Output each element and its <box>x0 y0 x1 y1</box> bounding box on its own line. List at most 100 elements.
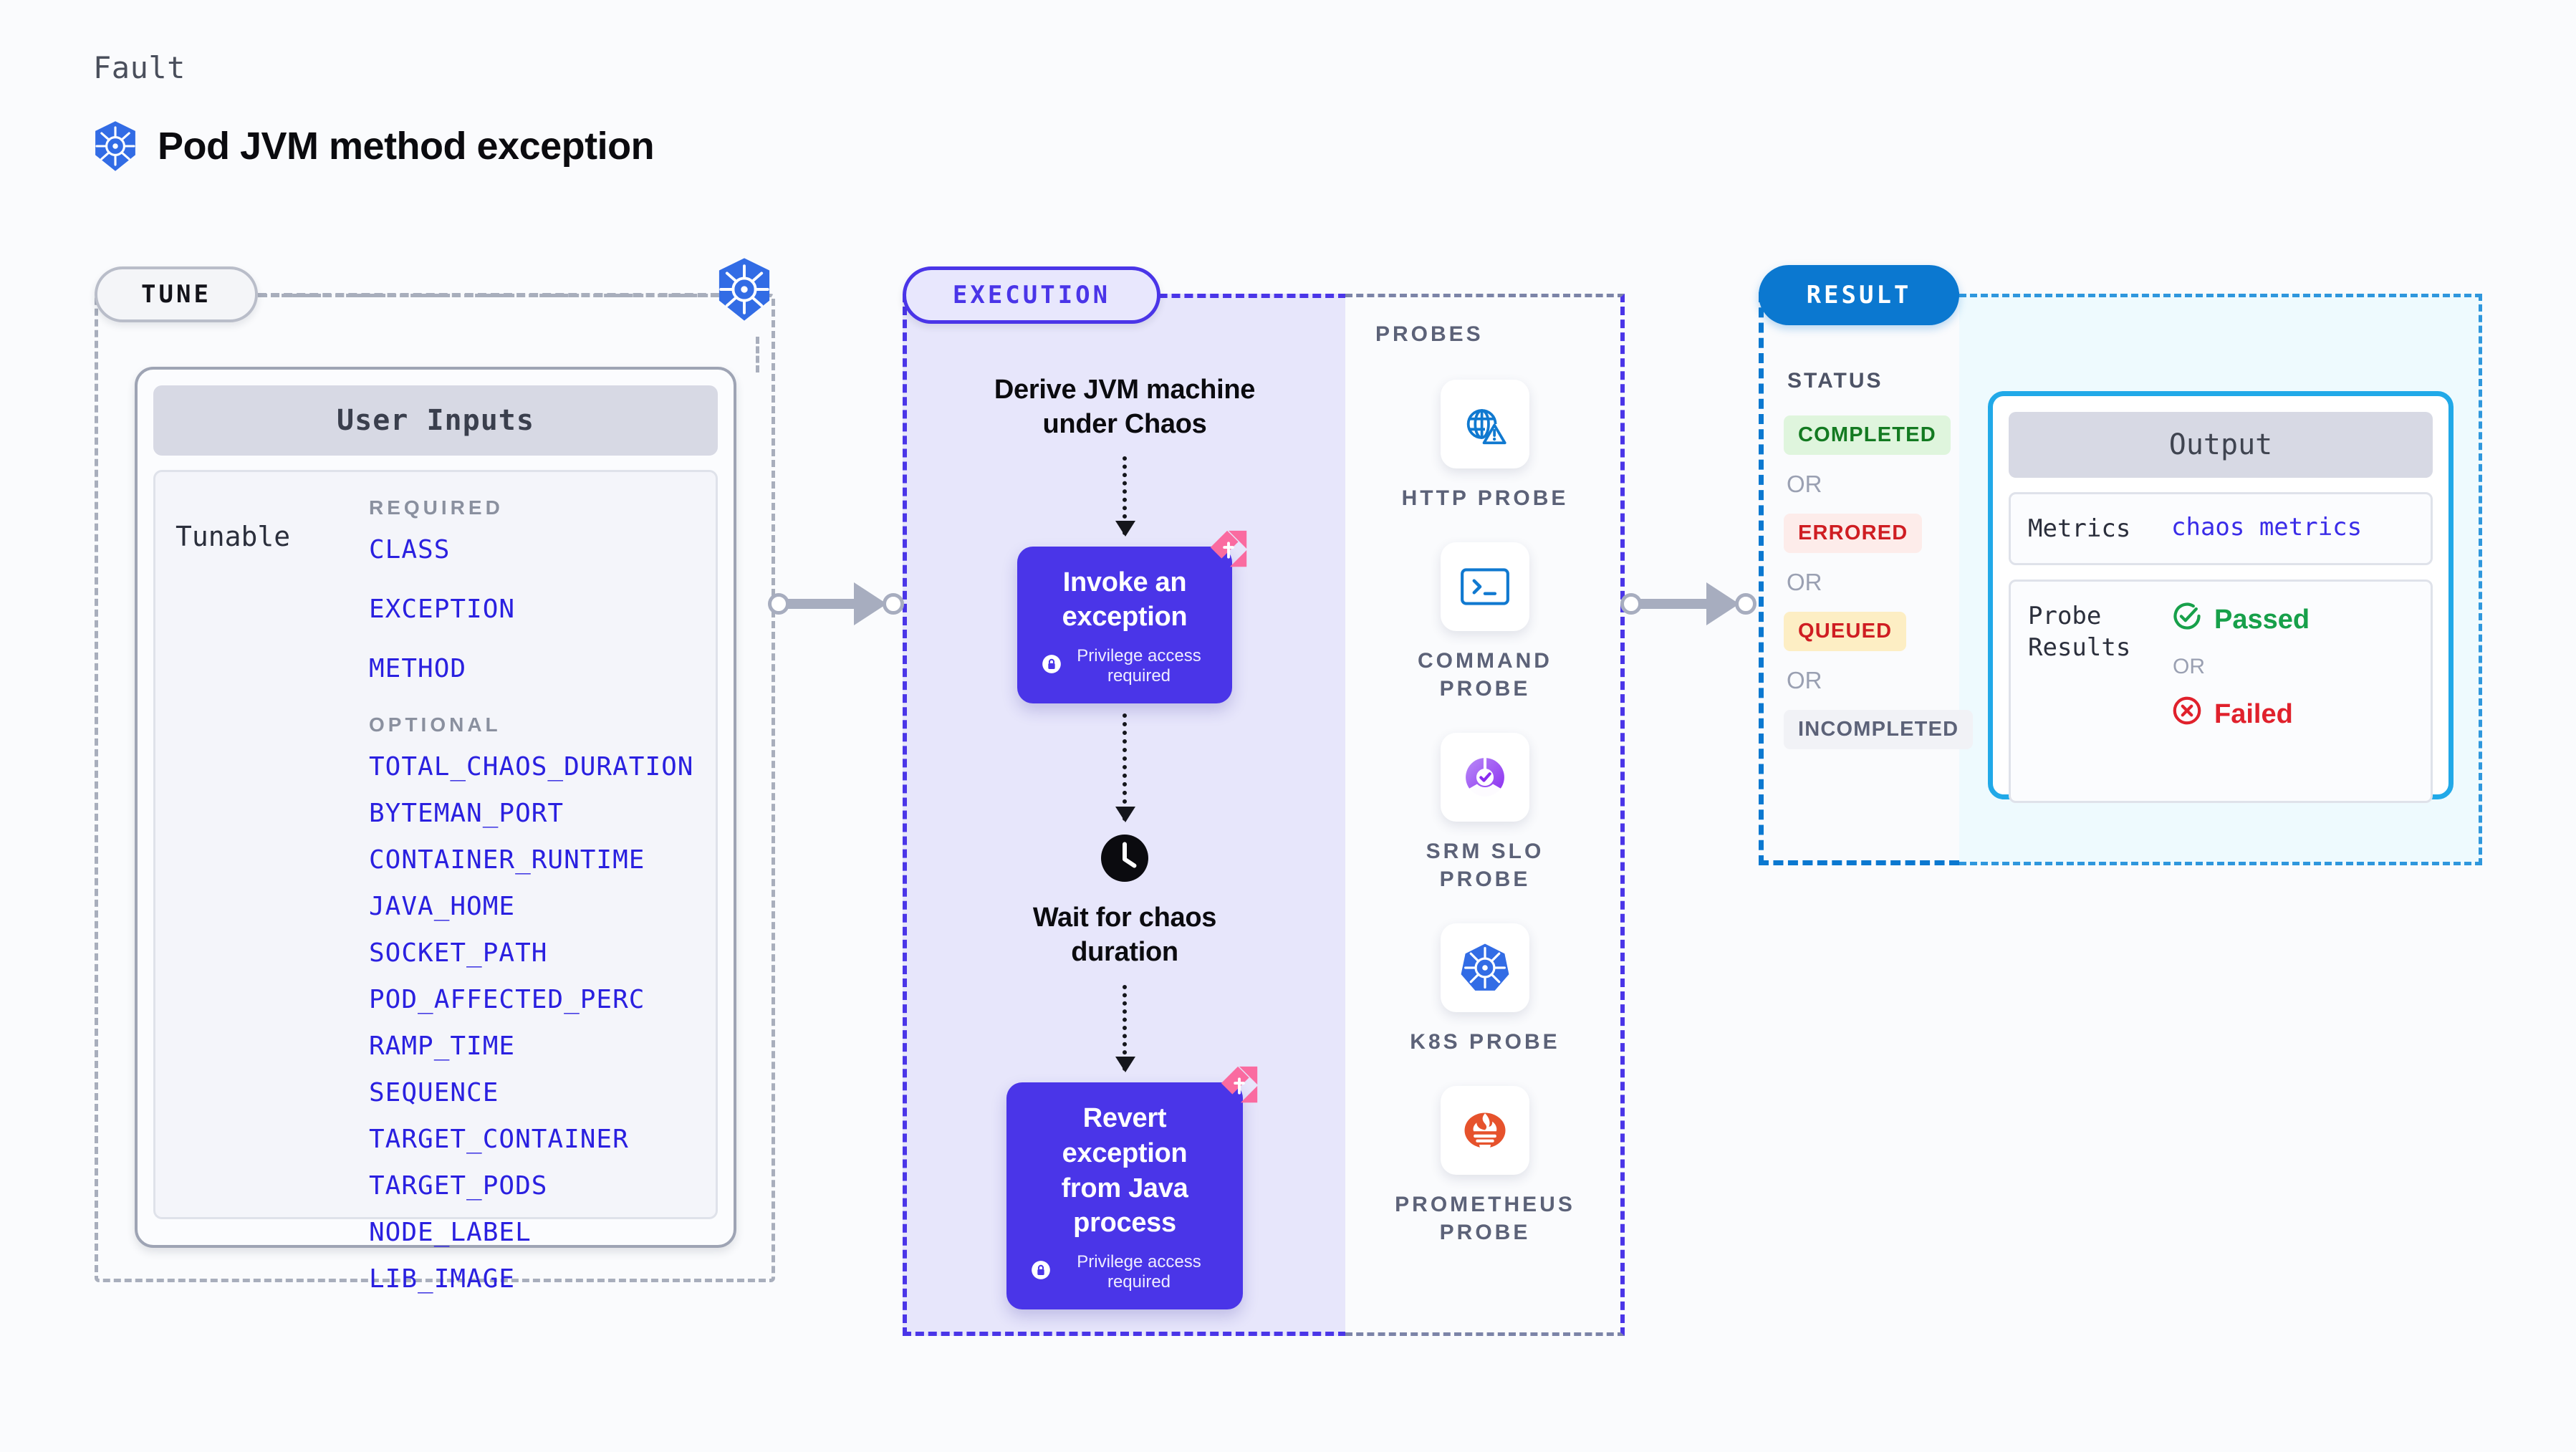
status-or-separator: OR <box>1787 569 1822 595</box>
kubernetes-icon <box>716 256 772 326</box>
privilege-text: Privilege access required <box>1077 1251 1201 1292</box>
parameter-groups: REQUIRED CLASS EXCEPTION METHOD OPTIONAL T… <box>369 496 696 1294</box>
tune-connector-stub <box>756 337 759 372</box>
clock-icon <box>1099 832 1150 888</box>
execution-box-invoke-exception[interactable]: Invoke an exception Privilege access req… <box>1017 530 1247 703</box>
execution-box-title: Invoke an exception <box>1062 567 1188 633</box>
arrow-tune-to-execution <box>768 580 911 638</box>
parameter-item[interactable]: BYTEMAN_PORT <box>369 799 564 828</box>
parameter-item[interactable]: JAVA_HOME <box>369 892 516 921</box>
optional-parameter-list: TOTAL_CHAOS_DURATION BYTEMAN_PORT CONTAINE… <box>369 752 696 1294</box>
lock-icon <box>1031 1260 1051 1284</box>
arrow-shaft <box>787 599 865 609</box>
parameter-item[interactable]: EXCEPTION <box>369 595 516 624</box>
fault-kicker: Fault <box>93 50 186 85</box>
flow-connector-3 <box>1115 985 1135 1073</box>
parameter-item[interactable]: METHOD <box>369 654 467 683</box>
probe-passed-label: Passed <box>2214 604 2310 635</box>
arrow-head <box>854 582 887 625</box>
stage-pill-result[interactable]: RESULT <box>1759 265 1959 325</box>
arrow-head <box>1706 582 1739 625</box>
stage-pill-tune[interactable]: TUNE <box>95 266 258 322</box>
optional-group-title: OPTIONAL <box>369 713 501 736</box>
parameter-item[interactable]: CONTAINER_RUNTIME <box>369 845 645 875</box>
page-title: Pod JVM method exception <box>158 125 655 168</box>
stage-pill-execution[interactable]: EXECUTION <box>903 266 1160 324</box>
page-title-row: Pod JVM method exception <box>93 120 655 172</box>
parameter-item[interactable]: SEQUENCE <box>369 1078 499 1107</box>
status-badge: ERRORED <box>1784 514 1923 553</box>
probe-item[interactable]: K8S PROBE <box>1410 923 1559 1056</box>
terminal-icon <box>1440 542 1529 631</box>
status-or-separator: OR <box>1787 471 1822 497</box>
status-or-separator: OR <box>1787 667 1822 693</box>
parameter-item[interactable]: TARGET_PODS <box>369 1171 548 1201</box>
x-circle-icon <box>2171 695 2203 734</box>
parameter-item[interactable]: SOCKET_PATH <box>369 938 548 968</box>
parameter-item[interactable]: LIB_IMAGE <box>369 1264 516 1294</box>
probes-title: PROBES <box>1375 322 1484 346</box>
arrow-shaft <box>1639 599 1718 609</box>
status-badge: QUEUED <box>1784 612 1907 651</box>
tune-connector-line <box>258 293 745 297</box>
litmus-chaos-icon <box>1217 1062 1261 1107</box>
prometheus-icon <box>1441 1086 1529 1175</box>
parameter-item[interactable]: CLASS <box>369 535 451 564</box>
probe-label: HTTP PROBE <box>1401 486 1569 510</box>
probe-result-or: OR <box>2173 655 2205 679</box>
user-inputs-card: User Inputs Tunable REQUIRED CLASS EXCEPT… <box>135 367 736 1294</box>
status-title: STATUS <box>1787 369 1883 393</box>
probe-label: K8S PROBE <box>1410 1030 1560 1054</box>
arrow-execution-to-result <box>1620 580 1764 638</box>
status-badge: COMPLETED <box>1784 415 1951 455</box>
required-parameter-list: CLASS EXCEPTION METHOD <box>369 535 696 683</box>
parameter-item[interactable]: POD_AFFECTED_PERC <box>369 985 645 1014</box>
globe-warning-icon <box>1441 380 1529 468</box>
metrics-label: Metrics <box>2028 514 2131 543</box>
parameter-item[interactable]: RAMP_TIME <box>369 1032 516 1061</box>
probe-item[interactable]: HTTP PROBE <box>1402 380 1569 512</box>
flow-connector-1 <box>1115 456 1135 537</box>
privilege-notice: Privilege access required <box>1031 1252 1219 1292</box>
probe-results-values: Passed OR Failed <box>2171 600 2413 782</box>
required-group-title: REQUIRED <box>369 496 504 519</box>
user-inputs-card-body: Tunable REQUIRED CLASS EXCEPTION METHOD OP… <box>153 470 718 1294</box>
parameter-item[interactable]: TARGET_CONTAINER <box>369 1125 629 1154</box>
privilege-text: Privilege access required <box>1077 645 1201 686</box>
arrow-end-dot <box>883 593 904 615</box>
parameter-item[interactable]: NODE_LABEL <box>369 1218 532 1247</box>
kubernetes-icon <box>1440 923 1529 1012</box>
flow-connector-2 <box>1115 713 1135 822</box>
user-inputs-card-header: User Inputs <box>153 385 718 456</box>
probe-failed-label: Failed <box>2214 698 2293 729</box>
check-circle-icon <box>2171 600 2203 639</box>
output-card-header: Output <box>2009 412 2433 478</box>
lock-icon <box>1042 654 1062 678</box>
arrow-end-dot <box>1735 593 1756 615</box>
probe-result-failed: Failed <box>2171 695 2413 734</box>
probe-result-passed: Passed <box>2171 600 2413 639</box>
kubernetes-icon <box>93 120 138 172</box>
metrics-value[interactable]: chaos metrics <box>2171 513 2363 542</box>
litmus-chaos-icon <box>1206 527 1251 571</box>
parameter-item[interactable]: TOTAL_CHAOS_DURATION <box>369 752 694 782</box>
privilege-notice: Privilege access required <box>1042 646 1208 686</box>
srm-slo-check-icon <box>1440 733 1529 822</box>
tunable-label: Tunable <box>176 521 291 552</box>
